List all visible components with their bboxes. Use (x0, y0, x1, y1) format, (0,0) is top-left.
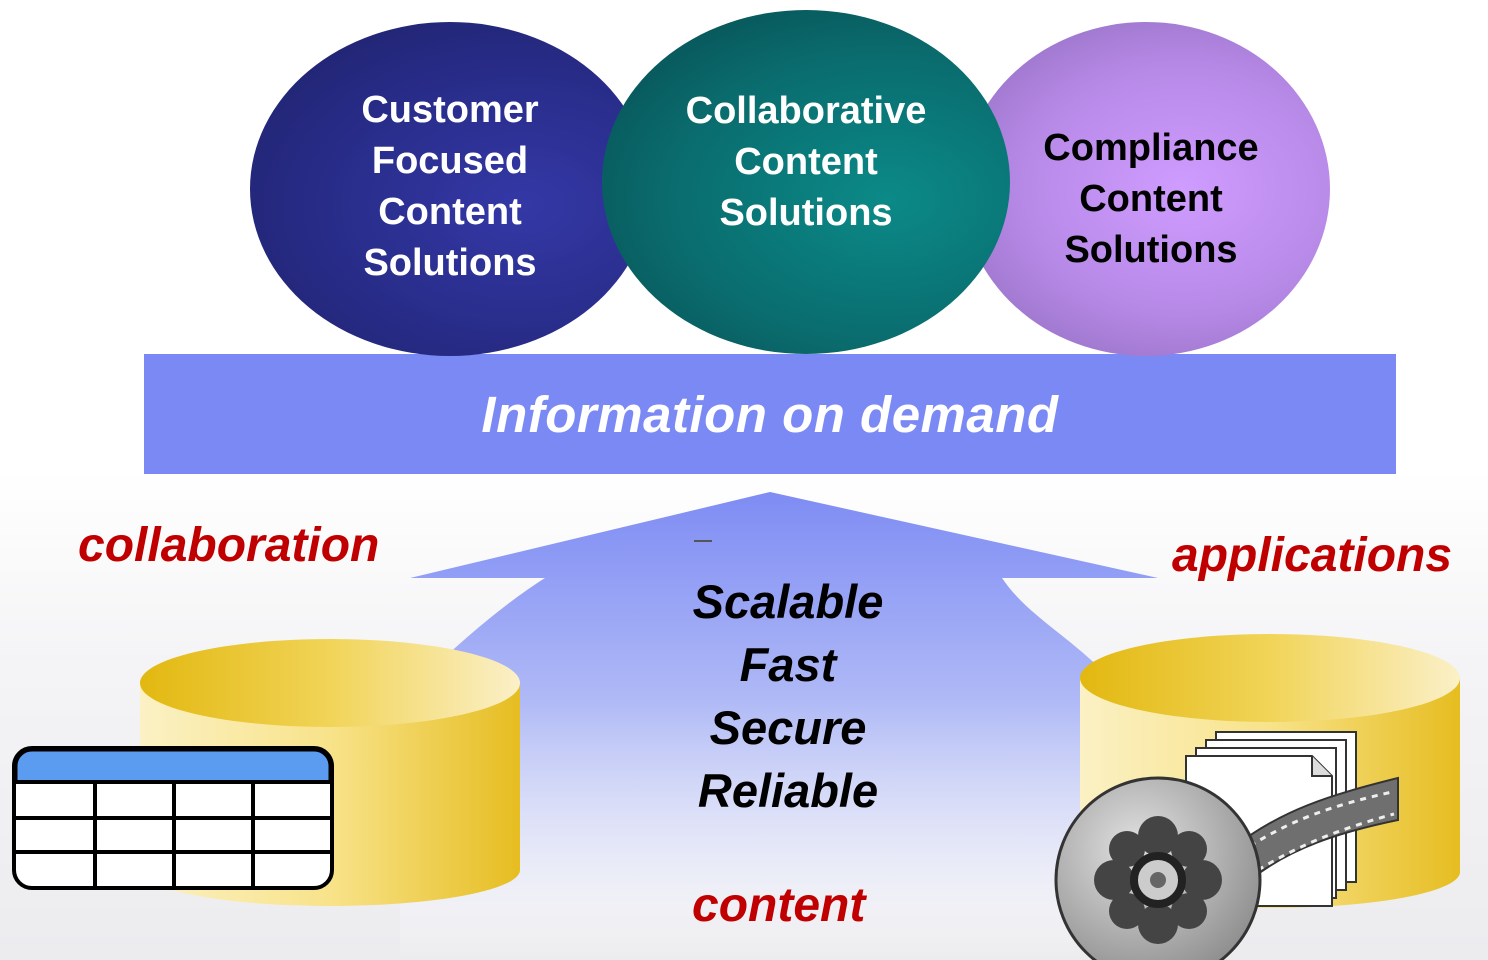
circle-label: Compliance Content Solutions (1043, 126, 1259, 271)
applications-label: applications (1172, 529, 1453, 582)
upward-arrow-icon (400, 492, 1158, 960)
circle-label: Customer Focused Content Solutions (361, 89, 539, 284)
circle-label: Collaborative Content Solutions (685, 89, 927, 234)
compliance-solutions-circle: Compliance Content Solutions (962, 22, 1330, 356)
dash-mark (694, 540, 712, 542)
information-on-demand-banner: Information on demand (144, 354, 1396, 474)
content-label: content (692, 879, 866, 932)
collaboration-label: collaboration (78, 519, 380, 572)
quality-item: Reliable (697, 764, 879, 817)
table-grid-icon (12, 746, 334, 890)
film-strip-icon (1228, 776, 1399, 882)
collaborative-solutions-circle: Collaborative Content Solutions (602, 10, 1010, 354)
banner-text: Information on demand (481, 385, 1059, 443)
film-reel-icon (1054, 776, 1262, 960)
quality-item: Secure (709, 701, 867, 754)
quality-item: Fast (739, 638, 837, 691)
qualities-list: Scalable Fast Secure Reliable (640, 570, 936, 822)
quality-item: Scalable (692, 575, 884, 628)
customer-focused-solutions-circle: Customer Focused Content Solutions (250, 22, 650, 356)
